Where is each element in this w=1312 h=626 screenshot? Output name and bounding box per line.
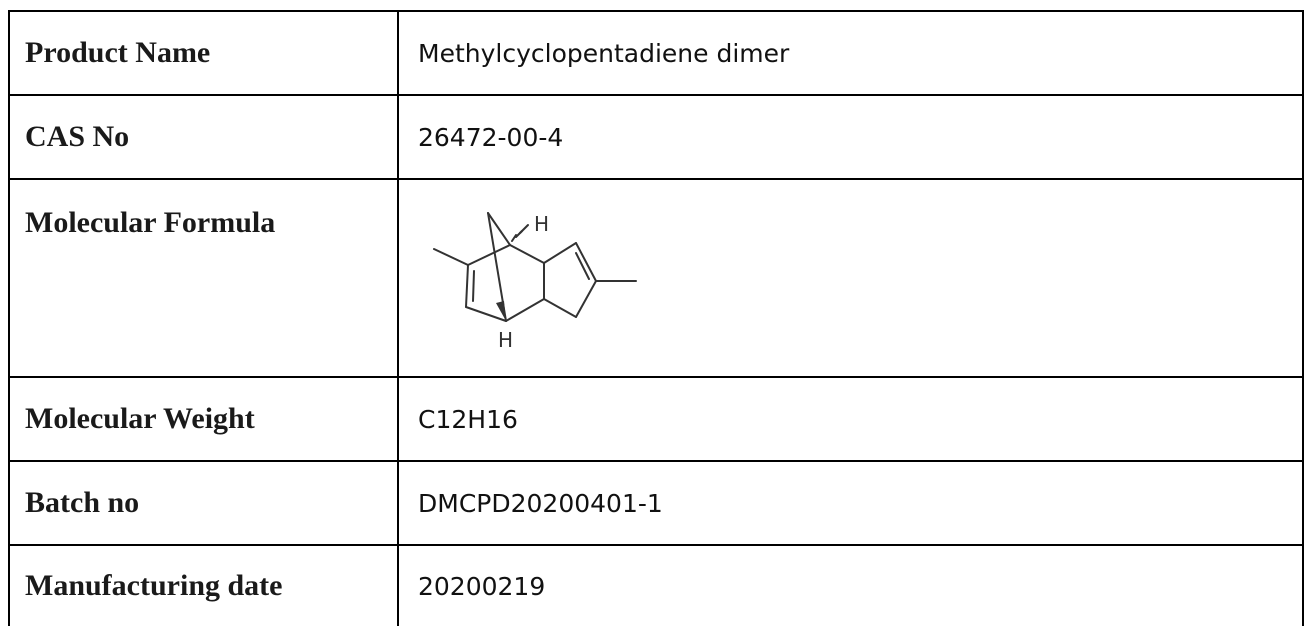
bond-c2-c3 xyxy=(465,264,469,308)
label-molecular-formula: Molecular Formula xyxy=(8,178,399,378)
bond-c4-c6 xyxy=(505,298,545,322)
wedge-bond xyxy=(496,301,506,321)
row-molecular-weight: Molecular Weight C12H16 xyxy=(8,376,1304,462)
structure-bonds xyxy=(433,212,637,322)
label-product-name: Product Name xyxy=(8,10,399,96)
row-molecular-formula: Molecular Formula xyxy=(8,178,1304,378)
hash-1 xyxy=(511,234,517,242)
bond-c8-c9 xyxy=(575,280,597,318)
value-molecular-formula: H H xyxy=(397,178,1304,378)
label-manufacturing-date: Manufacturing date xyxy=(8,544,399,626)
row-product-name: Product Name Methylcyclopentadiene dimer xyxy=(8,10,1304,96)
value-product-name: Methylcyclopentadiene dimer xyxy=(397,10,1304,96)
label-cas-no: CAS No xyxy=(8,94,399,180)
atom-h-bottom: H xyxy=(498,328,513,352)
molecular-structure-diagram: H H xyxy=(433,212,637,352)
bond-methyl-left xyxy=(433,248,469,266)
bond-c9-c6 xyxy=(543,298,577,318)
value-cas-no: 26472-00-4 xyxy=(397,94,1304,180)
hash-3 xyxy=(519,224,529,234)
bond-c7-c8-double xyxy=(575,252,590,280)
bond-c2-c3-double xyxy=(472,270,475,302)
bond-c2-c1 xyxy=(467,244,511,266)
atom-h-top: H xyxy=(534,212,549,236)
label-molecular-weight: Molecular Weight xyxy=(8,376,399,462)
bond-c3-c4 xyxy=(465,306,507,322)
bond-bridge-top-right xyxy=(487,212,511,246)
row-manufacturing-date: Manufacturing date 20200219 xyxy=(8,544,1304,626)
row-batch-no: Batch no DMCPD20200401-1 xyxy=(8,460,1304,546)
value-batch-no: DMCPD20200401-1 xyxy=(397,460,1304,546)
product-spec-table: Product Name Methylcyclopentadiene dimer… xyxy=(8,10,1304,626)
value-manufacturing-date: 20200219 xyxy=(397,544,1304,626)
bond-c1-c5 xyxy=(509,244,545,264)
row-cas-no: CAS No 26472-00-4 xyxy=(8,94,1304,180)
product-spec-sheet: Product Name Methylcyclopentadiene dimer… xyxy=(8,10,1304,626)
bond-c5-c7 xyxy=(543,242,577,264)
bond-c7-c8 xyxy=(575,242,597,282)
label-batch-no: Batch no xyxy=(8,460,399,546)
value-molecular-weight: C12H16 xyxy=(397,376,1304,462)
